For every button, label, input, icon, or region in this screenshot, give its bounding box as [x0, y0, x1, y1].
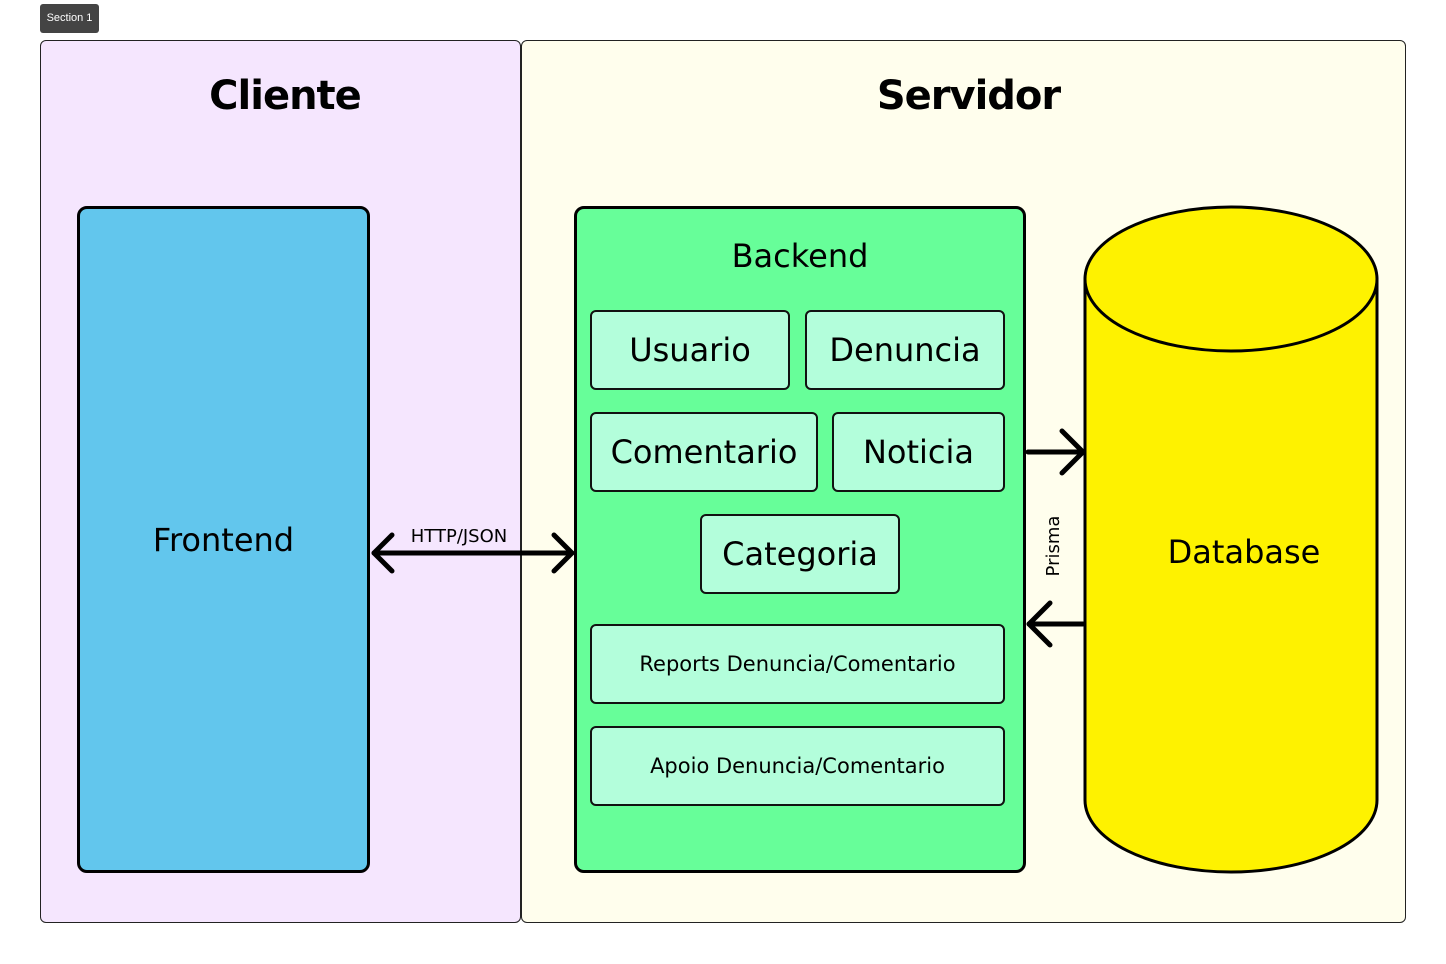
http-json-label: HTTP/JSON: [410, 526, 508, 547]
database-top: [1083, 205, 1379, 353]
module-denuncia[interactable]: Denuncia: [805, 310, 1005, 390]
database-node[interactable]: [1083, 205, 1379, 874]
cliente-title: Cliente: [209, 73, 362, 119]
module-label: Categoria: [722, 535, 878, 573]
module-label: Apoio Denuncia/Comentario: [650, 754, 945, 778]
to-database-arrow: [1025, 428, 1086, 476]
frontend-node[interactable]: Frontend: [77, 206, 370, 873]
prisma-label: Prisma: [1043, 515, 1064, 577]
module-label: Denuncia: [829, 331, 981, 369]
module-label: Reports Denuncia/Comentario: [639, 652, 956, 676]
from-database-arrow: [1026, 600, 1086, 648]
module-apoio[interactable]: Apoio Denuncia/Comentario: [590, 726, 1005, 806]
module-comentario[interactable]: Comentario: [590, 412, 818, 492]
module-label: Noticia: [862, 433, 975, 471]
module-label: Comentario: [610, 433, 798, 471]
frontend-label: Frontend: [152, 520, 295, 559]
module-categoria[interactable]: Categoria: [700, 514, 900, 594]
module-label: Usuario: [629, 331, 751, 369]
module-noticia[interactable]: Noticia: [832, 412, 1005, 492]
http-arrow: [371, 532, 575, 574]
database-label: Database: [1167, 533, 1321, 571]
module-usuario[interactable]: Usuario: [590, 310, 790, 390]
servidor-title: Servidor: [876, 73, 1061, 119]
section-tag[interactable]: Section 1: [40, 4, 99, 33]
database-body: [1083, 277, 1379, 874]
module-reports[interactable]: Reports Denuncia/Comentario: [590, 624, 1005, 704]
backend-title: Backend: [731, 237, 869, 275]
